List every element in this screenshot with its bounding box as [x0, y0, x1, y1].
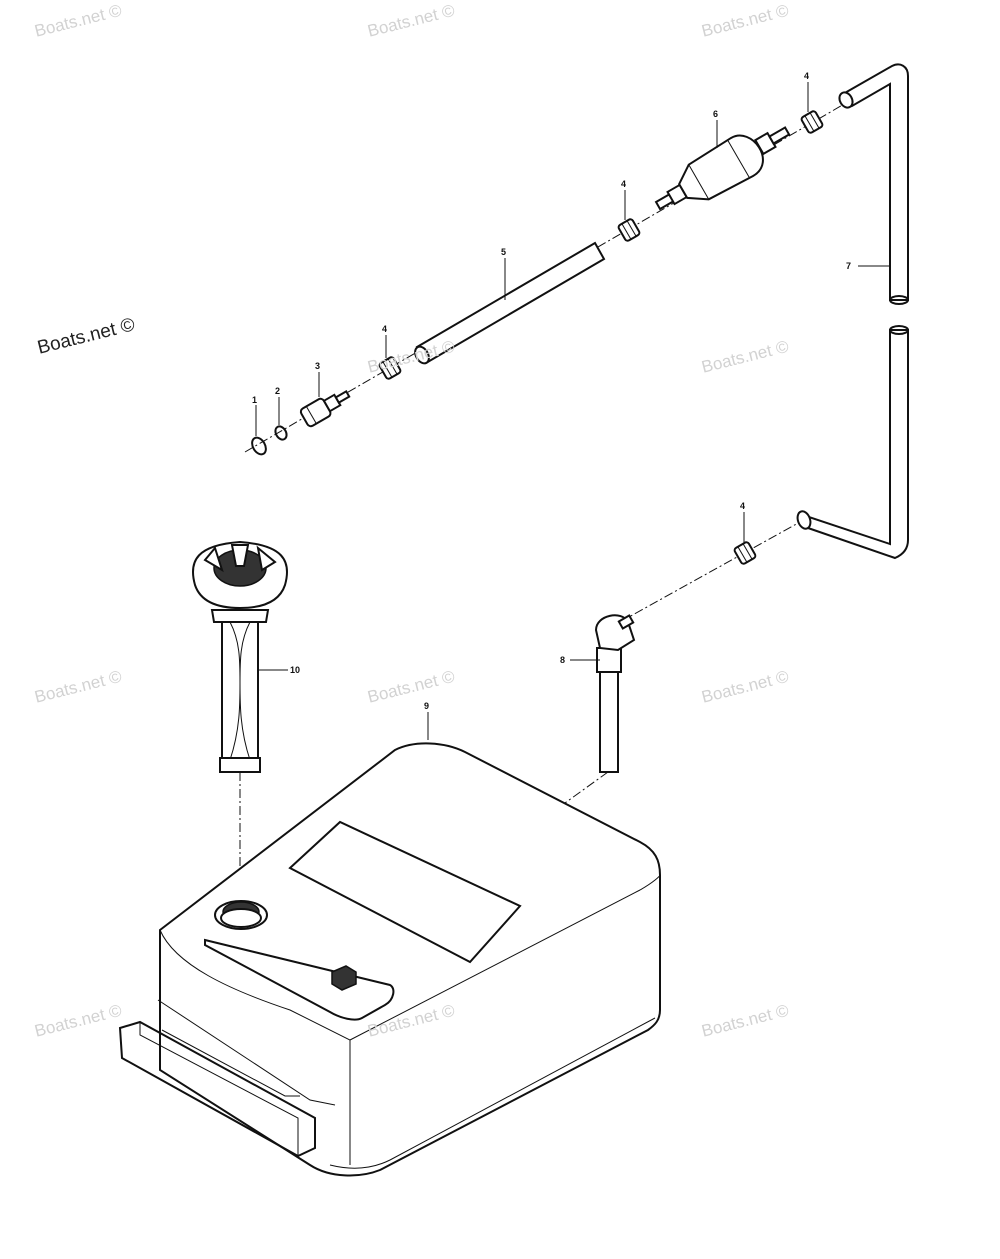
callout-2: 2 — [275, 386, 281, 396]
pickup-tube-part — [594, 614, 636, 773]
primer-bulb-part — [654, 126, 791, 211]
connector-fitting-part — [299, 390, 351, 428]
callout-7: 7 — [846, 261, 852, 271]
fuel-tank-part — [118, 742, 661, 1177]
callout-5: 5 — [501, 247, 507, 257]
fitting-axis — [619, 521, 801, 623]
callout-4: 4 — [382, 324, 388, 334]
bent-hose-part — [796, 63, 909, 560]
hose-clamp-part — [378, 110, 824, 565]
callout-leaders — [255, 82, 890, 740]
fuel-hose-part — [414, 241, 606, 365]
callout-4: 4 — [804, 71, 810, 81]
callout-10: 10 — [290, 665, 301, 675]
o-ring-part — [251, 436, 267, 456]
callout-4: 4 — [740, 501, 746, 511]
callout-9: 9 — [424, 701, 430, 711]
callout-6: 6 — [713, 109, 719, 119]
fuel-gauge-part — [191, 540, 289, 773]
callout-8: 8 — [560, 655, 566, 665]
washer-part — [274, 425, 288, 441]
callout-1: 1 — [252, 395, 258, 405]
callout-4: 4 — [621, 179, 627, 189]
callout-3: 3 — [315, 361, 321, 371]
